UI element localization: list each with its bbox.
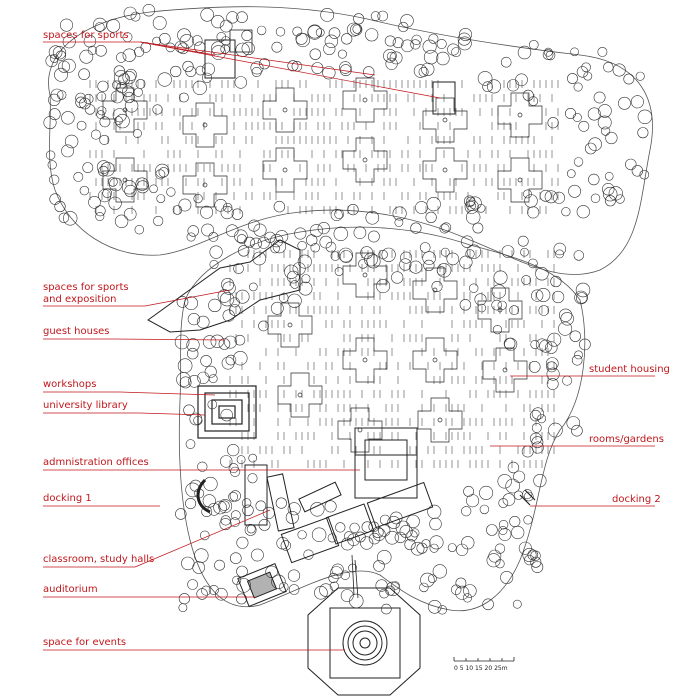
label-docking-1: docking 1 [43, 493, 92, 504]
sports-building-3 [432, 81, 456, 115]
events-access-path [351, 554, 355, 596]
label-docking-2: docking 2 [612, 494, 661, 505]
label-space-for-events: space for events [43, 637, 127, 648]
sports-building-1 [204, 39, 236, 79]
auditorium-building [237, 562, 287, 608]
scale-bar [453, 657, 515, 662]
annotation-leader-lines [43, 41, 655, 651]
label-spaces-for-sports: spaces for sports [43, 30, 129, 41]
north-site-boundary [48, 6, 653, 275]
sports-exposition-building [147, 239, 301, 333]
label-administration-offices: admnistration offices [43, 457, 149, 468]
label-classroom-study-halls: classroom, study halls [43, 554, 155, 565]
label-guest-houses: guest houses [43, 326, 110, 337]
docking-1-structure [196, 478, 211, 514]
housing-grid-hatching [89, 80, 559, 468]
docking-2-structure [519, 489, 536, 506]
label-spaces-for-sports-exposition-line1: spaces for sports [43, 282, 129, 293]
administration-building [354, 427, 418, 499]
tree-canopy-south [174, 229, 591, 615]
tree-canopy-north [43, 3, 653, 254]
sports-building-2 [229, 29, 253, 53]
classroom-buildings [244, 464, 434, 564]
library-building [197, 385, 257, 439]
label-university-library: university library [43, 400, 128, 411]
label-student-housing: student housing [589, 364, 670, 375]
label-workshops: workshops [43, 379, 97, 390]
south-site-boundary [178, 226, 586, 612]
scale-bar-label: 0 5 10 15 20 25m [454, 665, 508, 672]
label-spaces-for-sports-exposition-line2: and exposition [43, 294, 117, 305]
event-space-platform [307, 587, 421, 696]
label-auditorium: auditorium [43, 584, 98, 595]
label-rooms-gardens: rooms/gardens [589, 434, 664, 445]
